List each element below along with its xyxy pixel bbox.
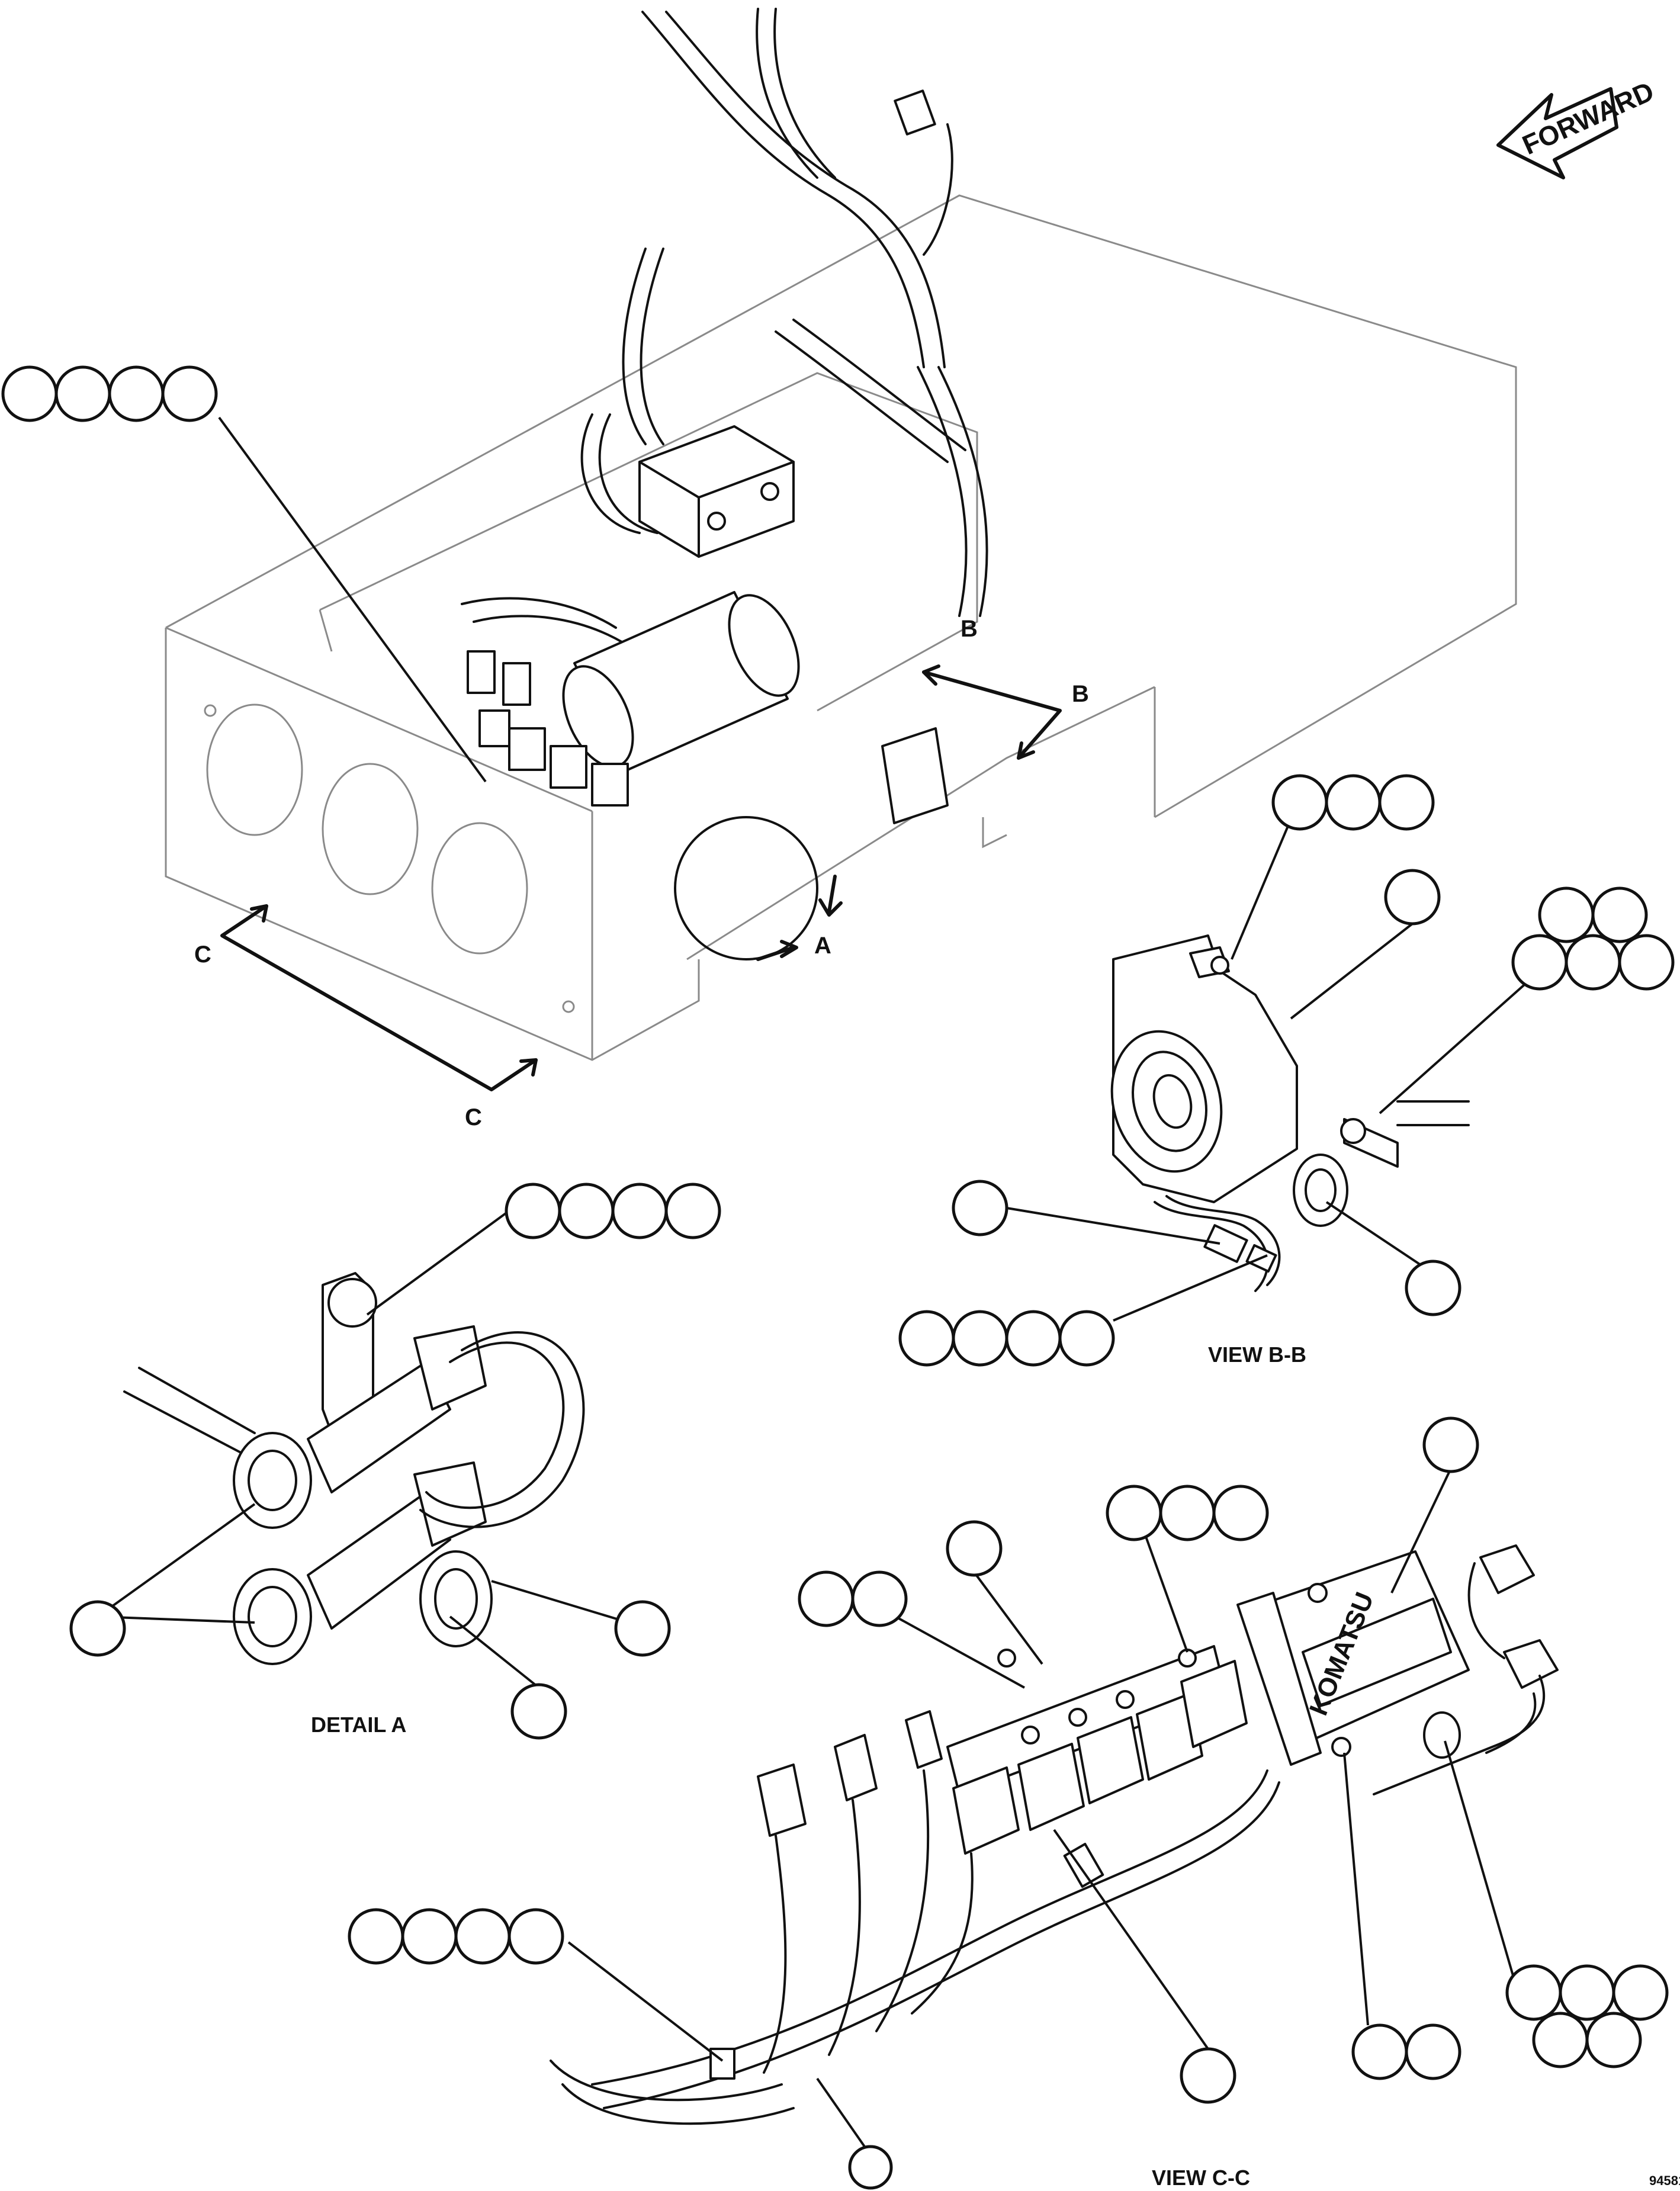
callout-bubble bbox=[1505, 1964, 1562, 2021]
callout-bubble bbox=[1532, 2012, 1589, 2068]
callout-bubble bbox=[454, 1908, 511, 1965]
view-bb-label: VIEW B-B bbox=[1208, 1342, 1306, 1367]
callout-bubble bbox=[1325, 774, 1382, 831]
callout-bubble bbox=[952, 1180, 1008, 1236]
view-cc-label: VIEW C-C bbox=[1152, 2166, 1250, 2190]
callout-bubble bbox=[1422, 1416, 1479, 1473]
callout-bubble bbox=[1212, 1485, 1269, 1541]
marker-c-label-1: C bbox=[194, 942, 211, 968]
callout-bubble bbox=[558, 1183, 615, 1239]
callout-bubble bbox=[1384, 869, 1441, 926]
callout-bubble bbox=[1565, 934, 1621, 991]
forward-label: FORWARD bbox=[1518, 75, 1658, 160]
callout-bubble bbox=[348, 1908, 404, 1965]
marker-a-label: A bbox=[814, 933, 831, 959]
callout-bubble bbox=[507, 1908, 564, 1965]
callout-bubble bbox=[1618, 934, 1675, 991]
callout-bubble bbox=[1058, 1310, 1115, 1367]
callout-bubble bbox=[1, 365, 58, 422]
callout-bubble bbox=[611, 1183, 668, 1239]
callout-bubble bbox=[798, 1570, 855, 1627]
callout-bubble bbox=[510, 1683, 567, 1740]
callout-bubble bbox=[952, 1310, 1008, 1367]
callout-bubble bbox=[108, 365, 165, 422]
callout-bubble bbox=[851, 1570, 908, 1627]
callout-bubble bbox=[505, 1183, 561, 1239]
callout-bubble bbox=[69, 1600, 126, 1657]
callout-bubble bbox=[1378, 774, 1435, 831]
callout-bubble bbox=[1538, 886, 1595, 943]
leader-lines bbox=[97, 416, 1541, 2148]
marker-b-label-1: B bbox=[961, 616, 978, 642]
callout-bubble bbox=[664, 1183, 721, 1239]
callout-bubble bbox=[1612, 1964, 1669, 2021]
detail-a-label: DETAIL A bbox=[311, 1713, 406, 1737]
callout-bubble bbox=[1271, 774, 1328, 831]
callout-bubble bbox=[1405, 2023, 1461, 2080]
callout-bubble bbox=[848, 2145, 893, 2190]
view-bb: VIEW B-B bbox=[1110, 934, 1470, 1367]
drawing-number: 94581 bbox=[1649, 2173, 1680, 2188]
callout-bubble bbox=[1159, 1485, 1216, 1541]
callout-bubble bbox=[1585, 2012, 1642, 2068]
callout-bubble bbox=[1005, 1310, 1062, 1367]
callout-bubble bbox=[898, 1310, 955, 1367]
callout-bubble bbox=[614, 1600, 671, 1657]
callout-bubble bbox=[401, 1908, 458, 1965]
callout-bubble bbox=[1511, 934, 1568, 991]
callout-bubble bbox=[1559, 1964, 1615, 2021]
callout-bubble bbox=[54, 365, 111, 422]
main-assembly: A B B C C bbox=[165, 8, 1517, 1130]
callout-bubble bbox=[1351, 2023, 1408, 2080]
detail-a: DETAIL A bbox=[123, 1272, 585, 1737]
forward-arrow: FORWARD bbox=[1496, 75, 1658, 179]
callout-bubble bbox=[1180, 2047, 1236, 2104]
callout-bubbles bbox=[1, 365, 1675, 2190]
callout-bubble bbox=[161, 365, 218, 422]
callout-bubble bbox=[1106, 1485, 1162, 1541]
callout-bubble bbox=[1405, 1260, 1461, 1316]
callout-bubble bbox=[946, 1520, 1003, 1577]
callout-bubble bbox=[1591, 886, 1648, 943]
view-cc: KOMATSU VIE bbox=[550, 1544, 1559, 2190]
marker-c-label-2: C bbox=[465, 1104, 482, 1130]
marker-b-label-2: B bbox=[1072, 681, 1089, 707]
